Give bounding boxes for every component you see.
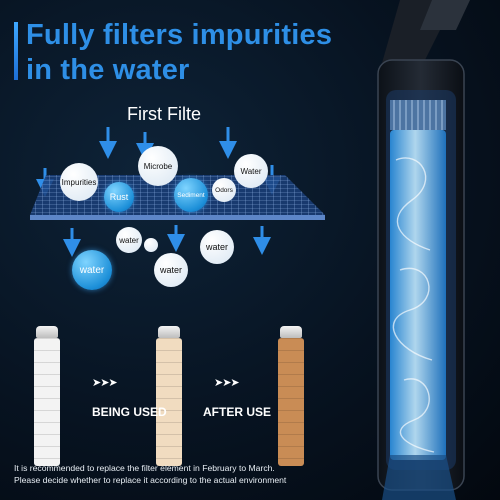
cartridge-body <box>156 338 182 466</box>
cartridge-body <box>278 338 304 466</box>
forward-arrow-icon: ➤➤➤ <box>214 377 240 389</box>
cartridge-new <box>30 326 64 466</box>
impurity-bubble-water: Water <box>234 154 268 188</box>
cartridge-after-use <box>274 326 308 466</box>
filter-label: First Filte <box>127 104 201 124</box>
impurity-bubble-impurities: Impurities <box>60 163 98 201</box>
replacement-note: It is recommended to replace the filter … <box>14 462 384 486</box>
note-line-2: Please decide whether to replace it acco… <box>14 475 287 485</box>
stage-label-being-used: BEING USED <box>92 405 167 419</box>
water-bubble: water <box>200 230 234 264</box>
cartridge-cap <box>36 326 58 338</box>
outgoing-arrows <box>63 225 271 257</box>
note-line-1: It is recommended to replace the filter … <box>14 463 275 473</box>
impurity-bubble-rust: Rust <box>104 182 134 212</box>
spray-outlet <box>382 455 456 500</box>
cartridge-body <box>34 338 60 466</box>
cartridge-cap <box>158 326 180 338</box>
cartridge-being-used <box>152 326 186 466</box>
small-bubble <box>144 238 158 252</box>
water-bubble: water <box>154 253 188 287</box>
forward-arrow-icon: ➤➤➤ <box>92 377 118 389</box>
cartridge-core <box>390 130 446 460</box>
cartridge-cap <box>280 326 302 338</box>
impurity-bubble-sediment: Sediment <box>174 178 208 212</box>
title-line-2: in the water <box>26 54 190 86</box>
water-swirl <box>392 157 435 453</box>
water-bubble: water <box>72 250 112 290</box>
title-accent-bar <box>14 22 18 80</box>
water-bubble: water <box>116 227 142 253</box>
impurity-bubble-odors: Odors <box>212 178 236 202</box>
title-line-1: Fully filters impurities <box>26 19 333 51</box>
page-title: Fully filters impurities in the water <box>26 18 332 88</box>
impurity-bubble-microbe: Microbe <box>138 146 178 186</box>
handle-head <box>420 0 470 30</box>
cartridge-top-ribs <box>393 100 443 130</box>
shower-handle-illustration <box>377 0 470 500</box>
stage-label-after-use: AFTER USE <box>203 405 272 419</box>
